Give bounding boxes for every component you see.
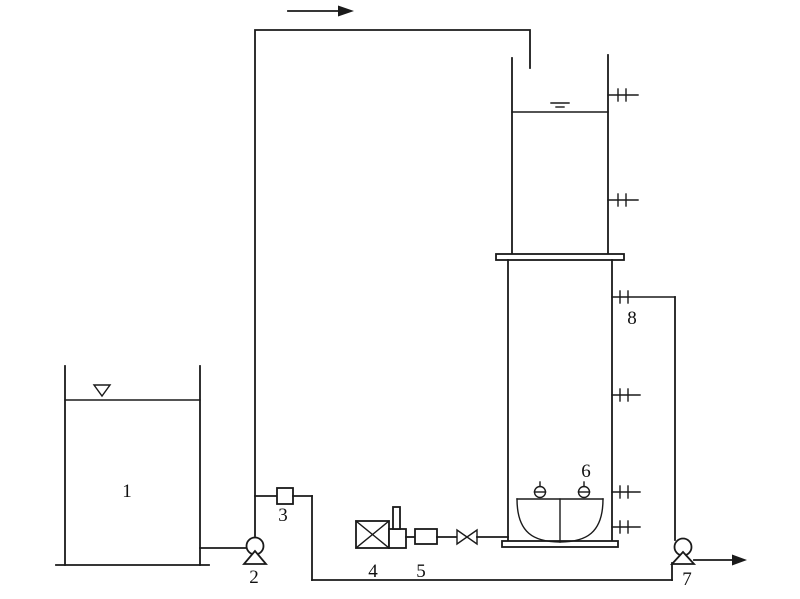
arrow-right-icon — [732, 554, 747, 566]
port-1 — [607, 88, 639, 102]
diffuser-assembly: 6 — [516, 461, 604, 543]
feed-flow-meter-branch: 3 — [254, 487, 673, 581]
air-pump-motor — [388, 528, 407, 549]
label-feed-flow-meter: 3 — [278, 505, 288, 526]
label-tank: 1 — [122, 481, 132, 502]
air-pump-cross-2 — [355, 520, 390, 549]
air-intake-stub — [392, 506, 401, 530]
feed-pipe — [254, 29, 531, 537]
check-valve — [456, 528, 509, 546]
pump-base — [242, 549, 268, 565]
port-5 — [611, 485, 641, 499]
water-level-nabla-icon — [92, 384, 112, 398]
label-sampling-port: 8 — [627, 308, 637, 329]
column-flange — [495, 253, 625, 261]
label-feed-pump: 2 — [249, 567, 259, 588]
port-2 — [607, 193, 639, 207]
pump-base — [669, 550, 697, 565]
label-gas-flow-meter: 5 — [416, 561, 426, 582]
flow-direction-arrow-top — [287, 5, 354, 17]
label-discharge-pump: 7 — [682, 569, 692, 590]
flow-meter-body — [276, 487, 294, 505]
feed-pump: 2 — [242, 536, 268, 588]
sampling-port-8: 8 — [611, 290, 676, 541]
label-diffuser: 6 — [581, 461, 591, 482]
air-pump: 4 — [355, 506, 416, 582]
port-6 — [611, 520, 641, 534]
outlet-arrow — [693, 554, 747, 566]
gas-flow-meter-body — [414, 528, 438, 545]
discharge-pump: 7 — [669, 537, 697, 590]
reactor-column — [495, 54, 625, 548]
arrow-right-icon — [338, 5, 354, 17]
port-4 — [611, 388, 641, 402]
label-air-pump: 4 — [368, 561, 378, 582]
valve-triangle-right — [465, 528, 478, 546]
gas-flow-meter: 5 — [414, 528, 458, 582]
feed-tank: 1 — [55, 365, 247, 566]
sampling-ports: 8 — [607, 88, 676, 541]
feed-line — [254, 29, 531, 537]
valve-triangle-left — [456, 528, 469, 546]
